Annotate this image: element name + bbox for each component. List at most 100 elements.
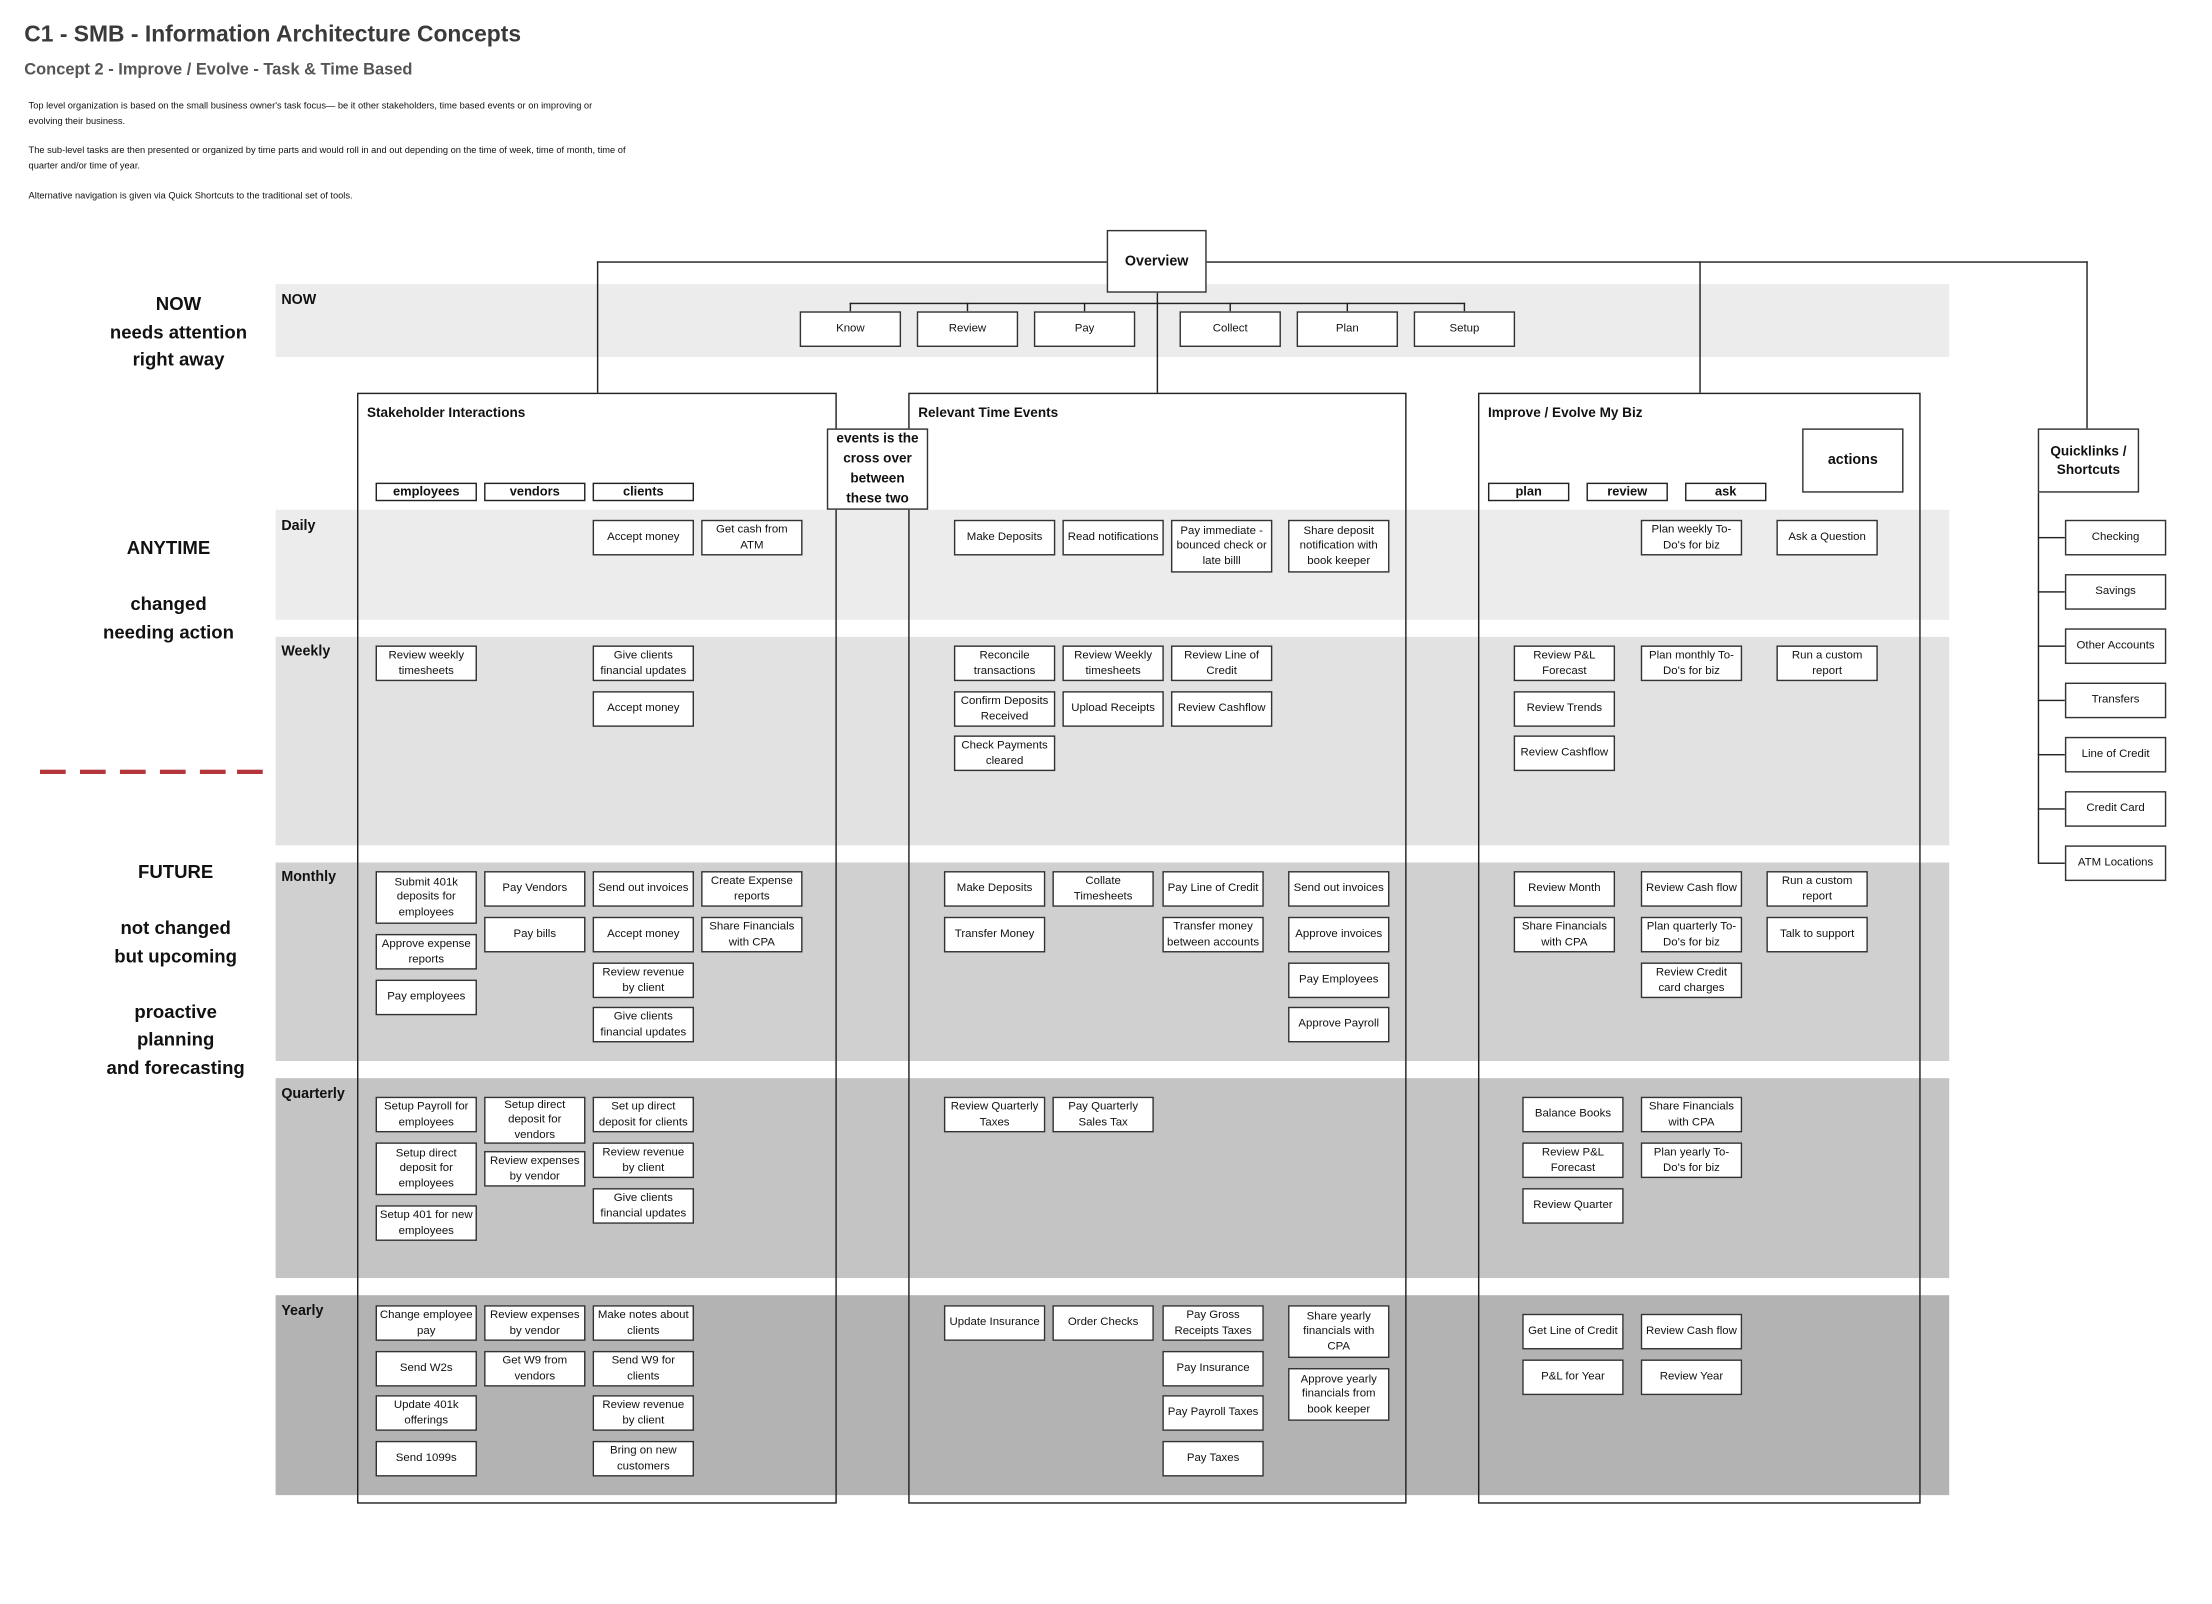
quicklink-credit-card[interactable]: Credit Card <box>2064 791 2167 827</box>
task-card[interactable]: Accept money <box>592 691 695 727</box>
now-nav-review[interactable]: Review <box>916 311 1019 348</box>
quicklink-checking[interactable]: Checking <box>2064 519 2167 556</box>
task-card[interactable]: Update 401k offerings <box>375 1395 477 1431</box>
actions-node[interactable]: actions <box>1802 428 1904 493</box>
task-card[interactable]: Review Quarter <box>1522 1188 1624 1224</box>
task-card[interactable]: Send out invoices <box>1288 871 1390 907</box>
task-card[interactable]: Review Quarterly Taxes <box>943 1096 1046 1133</box>
task-card[interactable]: Pay Payroll Taxes <box>1162 1395 1264 1431</box>
task-card[interactable]: Share deposit notification with book kee… <box>1288 519 1390 573</box>
tab-review[interactable]: review <box>1586 482 1668 502</box>
quicklink-line-of-credit[interactable]: Line of Credit <box>2064 736 2167 773</box>
task-card[interactable]: Pay Insurance <box>1162 1350 1264 1387</box>
task-card[interactable]: Review Trends <box>1513 691 1616 727</box>
tab-clients[interactable]: clients <box>592 482 695 502</box>
task-card[interactable]: Balance Books <box>1522 1096 1624 1133</box>
task-card[interactable]: Make Deposits <box>953 519 1056 556</box>
task-card[interactable]: Review expenses by vendor <box>484 1150 586 1187</box>
task-card[interactable]: Get cash from ATM <box>701 519 803 556</box>
task-card[interactable]: Reconcile transactions <box>953 645 1056 682</box>
task-card[interactable]: Share Financials with CPA <box>1640 1096 1743 1133</box>
task-card[interactable]: Plan quarterly To-Do's for biz <box>1640 916 1743 953</box>
task-card[interactable]: Pay Employees <box>1288 962 1390 999</box>
task-card[interactable]: Submit 401k deposits for employees <box>375 871 477 924</box>
task-card[interactable]: Plan weekly To-Do's for biz <box>1640 519 1743 556</box>
task-card[interactable]: P&L for Year <box>1522 1359 1624 1396</box>
task-card[interactable]: Confirm Deposits Received <box>953 691 1056 727</box>
tab-plan[interactable]: plan <box>1487 482 1570 502</box>
task-card[interactable]: Pay employees <box>375 979 477 1016</box>
tab-employees[interactable]: employees <box>375 482 477 502</box>
task-card[interactable]: Send W9 for clients <box>592 1350 695 1387</box>
task-card[interactable]: Give clients financial updates <box>592 1188 695 1224</box>
task-card[interactable]: Order Checks <box>1052 1305 1154 1341</box>
overview-node[interactable]: Overview <box>1106 229 1207 293</box>
task-card[interactable]: Share Financials with CPA <box>1513 916 1616 953</box>
task-card[interactable]: Pay bills <box>484 916 586 953</box>
task-card[interactable]: Review P&L Forecast <box>1513 645 1616 682</box>
now-nav-know[interactable]: Know <box>799 311 902 348</box>
task-card[interactable]: Transfer Money <box>943 916 1046 953</box>
task-card[interactable]: Send W2s <box>375 1350 477 1387</box>
quicklink-other-accounts[interactable]: Other Accounts <box>2064 628 2167 665</box>
task-card[interactable]: Check Payments cleared <box>953 735 1056 772</box>
task-card[interactable]: Setup 401 for new employees <box>375 1205 477 1241</box>
task-card[interactable]: Review Weekly timesheets <box>1062 645 1164 682</box>
task-card[interactable]: Make notes about clients <box>592 1305 695 1341</box>
task-card[interactable]: Make Deposits <box>943 871 1046 907</box>
task-card[interactable]: Create Expense reports <box>701 871 803 907</box>
task-card[interactable]: Pay Quarterly Sales Tax <box>1052 1096 1154 1133</box>
task-card[interactable]: Get Line of Credit <box>1522 1313 1624 1350</box>
task-card[interactable]: Review Cashflow <box>1170 691 1273 727</box>
task-card[interactable]: Review expenses by vendor <box>484 1305 586 1341</box>
task-card[interactable]: Pay Line of Credit <box>1162 871 1264 907</box>
task-card[interactable]: Read notifications <box>1062 519 1164 556</box>
quicklink-transfers[interactable]: Transfers <box>2064 682 2167 719</box>
task-card[interactable]: Pay Vendors <box>484 871 586 907</box>
task-card[interactable]: Review Cash flow <box>1640 871 1743 907</box>
task-card[interactable]: Setup direct deposit for employees <box>375 1142 477 1196</box>
task-card[interactable]: Plan yearly To-Do's for biz <box>1640 1142 1743 1179</box>
task-card[interactable]: Share Financials with CPA <box>701 916 803 953</box>
task-card[interactable]: Review Line of Credit <box>1170 645 1273 682</box>
task-card[interactable]: Update Insurance <box>943 1305 1046 1341</box>
task-card[interactable]: Review revenue by client <box>592 1142 695 1179</box>
task-card[interactable]: Talk to support <box>1766 916 1868 953</box>
task-card[interactable]: Run a custom report <box>1766 871 1868 907</box>
task-card[interactable]: Accept money <box>592 916 695 953</box>
quicklinks-node[interactable]: Quicklinks / Shortcuts <box>2037 428 2140 493</box>
task-card[interactable]: Plan monthly To-Do's for biz <box>1640 645 1743 682</box>
task-card[interactable]: Upload Receipts <box>1062 691 1164 727</box>
task-card[interactable]: Ask a Question <box>1776 519 1878 556</box>
task-card[interactable]: Pay Gross Receipts Taxes <box>1162 1305 1264 1341</box>
task-card[interactable]: Review Cash flow <box>1640 1313 1743 1350</box>
now-nav-pay[interactable]: Pay <box>1033 311 1136 348</box>
task-card[interactable]: Setup direct deposit for vendors <box>484 1096 586 1144</box>
task-card[interactable]: Approve Payroll <box>1288 1006 1390 1043</box>
quicklink-savings[interactable]: Savings <box>2064 574 2167 610</box>
task-card[interactable]: Share yearly financials with CPA <box>1288 1305 1390 1359</box>
task-card[interactable]: Approve invoices <box>1288 916 1390 953</box>
task-card[interactable]: Give clients financial updates <box>592 1006 695 1043</box>
tab-vendors[interactable]: vendors <box>484 482 586 502</box>
task-card[interactable]: Accept money <box>592 519 695 556</box>
quicklink-atm-locations[interactable]: ATM Locations <box>2064 845 2167 882</box>
task-card[interactable]: Review Credit card charges <box>1640 962 1743 999</box>
now-nav-plan[interactable]: Plan <box>1296 311 1399 348</box>
task-card[interactable]: Approve expense reports <box>375 933 477 970</box>
task-card[interactable]: Review revenue by client <box>592 962 695 999</box>
task-card[interactable]: Review Year <box>1640 1359 1743 1396</box>
task-card[interactable]: Review P&L Forecast <box>1522 1142 1624 1179</box>
task-card[interactable]: Run a custom report <box>1776 645 1878 682</box>
task-card[interactable]: Set up direct deposit for clients <box>592 1096 695 1133</box>
task-card[interactable]: Pay immediate - bounced check or late bi… <box>1170 519 1273 573</box>
task-card[interactable]: Give clients financial updates <box>592 645 695 682</box>
task-card[interactable]: Review revenue by client <box>592 1395 695 1431</box>
task-card[interactable]: Collate Timesheets <box>1052 871 1154 907</box>
task-card[interactable]: Setup Payroll for employees <box>375 1096 477 1133</box>
task-card[interactable]: Send 1099s <box>375 1440 477 1477</box>
now-nav-collect[interactable]: Collect <box>1179 311 1281 348</box>
task-card[interactable]: Approve yearly financials from book keep… <box>1288 1368 1390 1421</box>
task-card[interactable]: Transfer money between accounts <box>1162 916 1264 953</box>
task-card[interactable]: Review weekly timesheets <box>375 645 477 682</box>
